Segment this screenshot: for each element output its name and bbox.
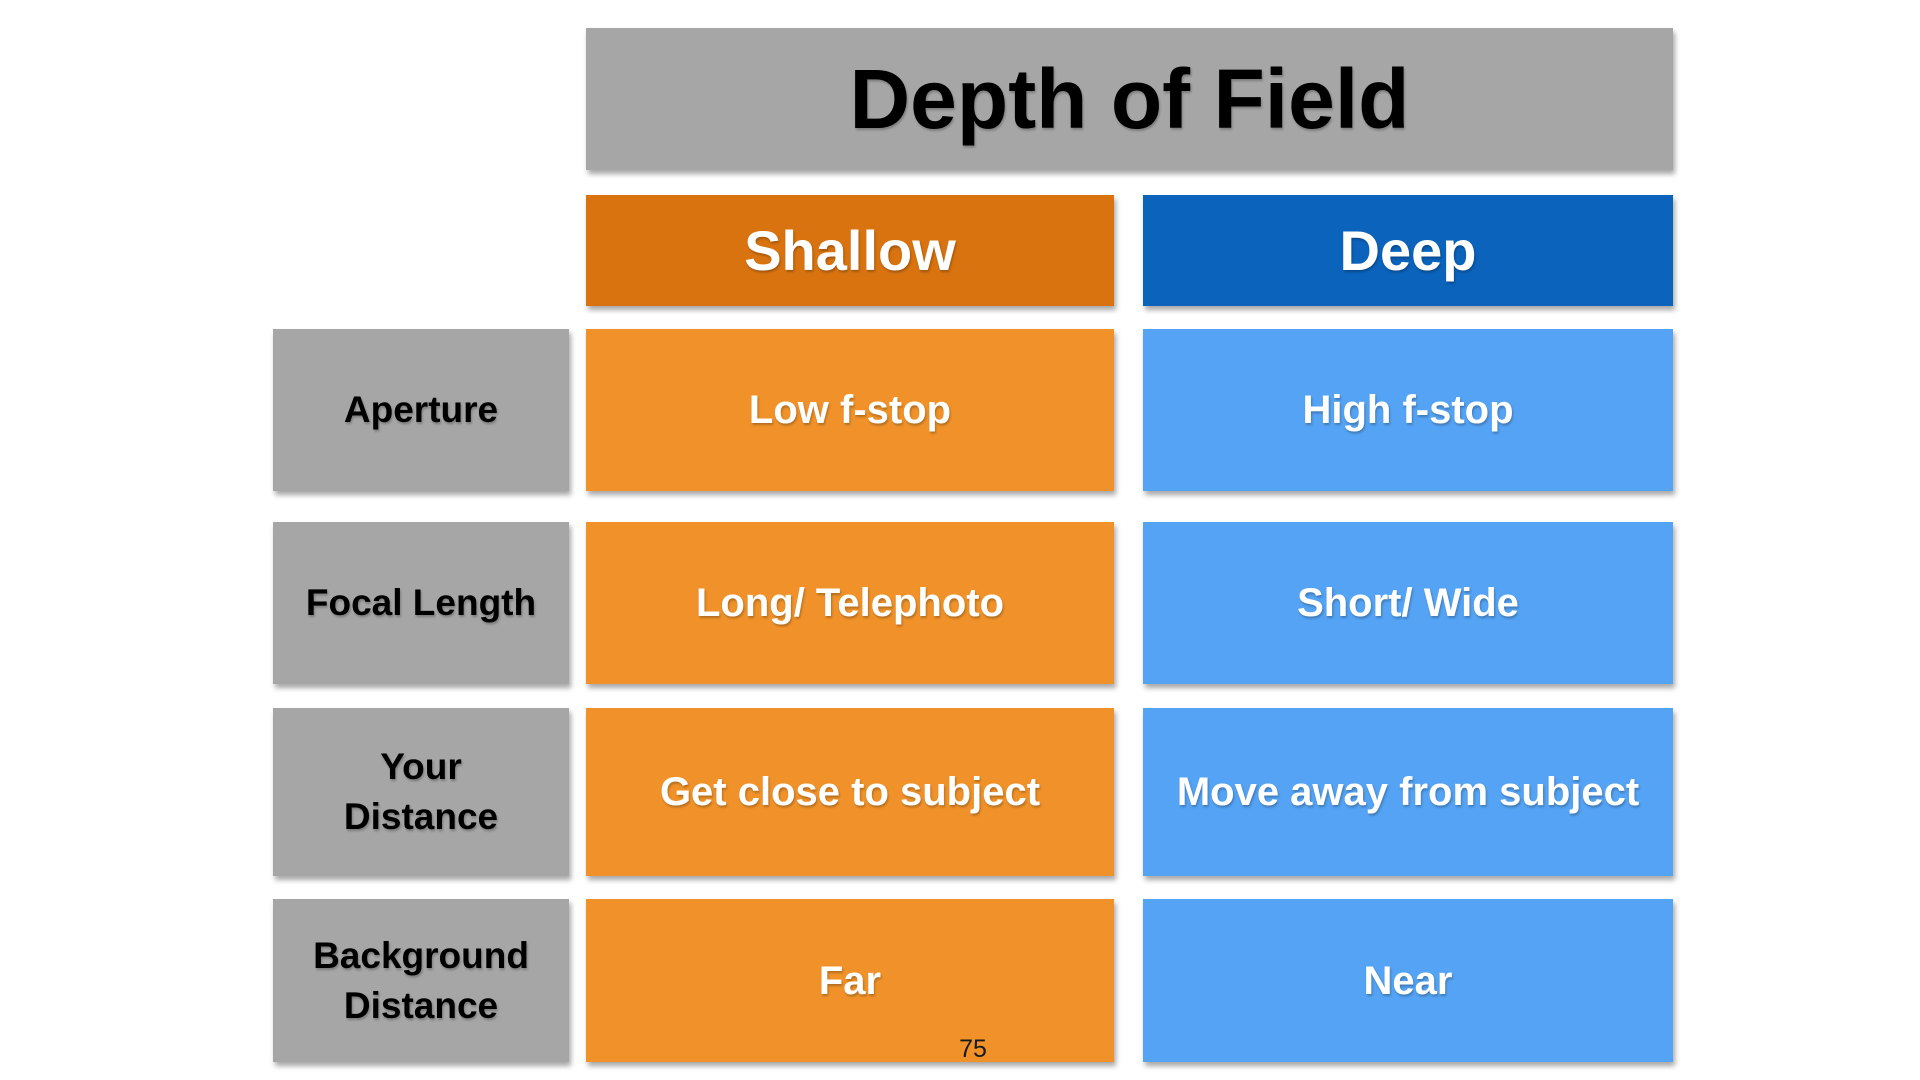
cell-focal-length-shallow: Long/ Telephoto <box>586 522 1114 684</box>
row-label-your-distance: Your Distance <box>273 708 569 876</box>
row-label-focal-length: Focal Length <box>273 522 569 684</box>
cell-background-distance-shallow: Far <box>586 899 1114 1062</box>
cell-aperture-shallow: Low f-stop <box>586 329 1114 491</box>
row-label-background-distance: Background Distance <box>273 899 569 1062</box>
cell-aperture-deep: High f-stop <box>1143 329 1673 491</box>
page-number: 75 <box>959 1035 987 1063</box>
column-header-shallow: Shallow <box>586 195 1114 306</box>
cell-your-distance-deep: Move away from subject <box>1143 708 1673 876</box>
row-label-aperture: Aperture <box>273 329 569 491</box>
column-header-deep: Deep <box>1143 195 1673 306</box>
cell-your-distance-shallow: Get close to subject <box>586 708 1114 876</box>
slide-title-box: Depth of Field <box>586 28 1673 170</box>
cell-focal-length-deep: Short/ Wide <box>1143 522 1673 684</box>
cell-background-distance-deep: Near <box>1143 899 1673 1062</box>
slide-title: Depth of Field <box>849 51 1410 146</box>
